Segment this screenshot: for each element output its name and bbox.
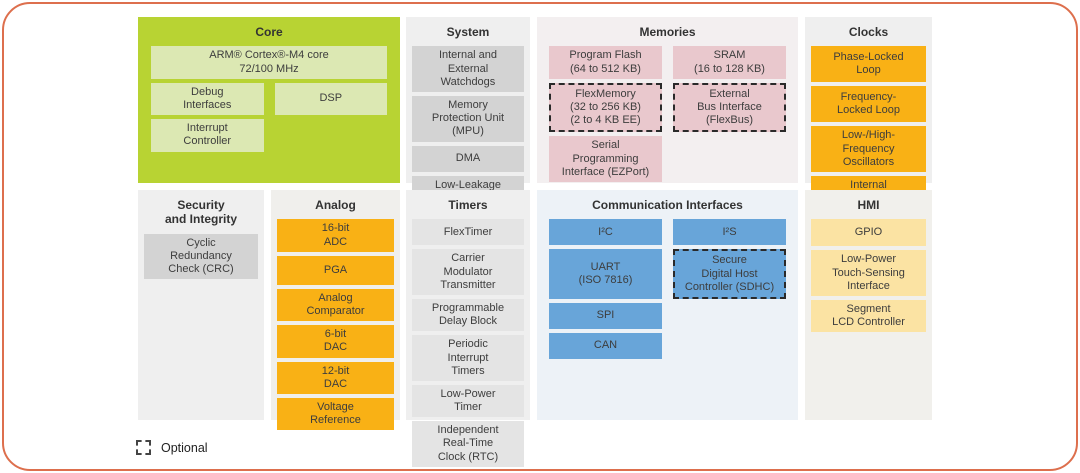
block-i2c: I²C — [549, 219, 662, 246]
block-analog-comparator: Analog Comparator — [277, 288, 394, 322]
optional-dashed-swatch-icon — [136, 440, 151, 455]
block-low-power-touch-sensing-interface: Low-Power Touch-Sensing Interface — [811, 250, 926, 296]
block-i2s: I²S — [673, 219, 786, 246]
section-title-memories: Memories — [639, 25, 696, 39]
section-security-and-integrity: Security and Integrity Cyclic Redundancy… — [138, 190, 264, 420]
block-programmable-delay-block: Programmable Delay Block — [412, 298, 524, 332]
block-independent-real-time-clock: Independent Real-Time Clock (RTC) — [412, 421, 524, 467]
optional-legend: Optional — [136, 440, 208, 455]
block-sram: SRAM (16 to 128 KB) — [673, 46, 786, 79]
block-dsp: DSP — [274, 82, 387, 116]
section-title-core: Core — [255, 25, 283, 39]
block-gpio: GPIO — [811, 219, 926, 247]
section-hmi: HMI GPIO Low-Power Touch-Sensing Interfac… — [805, 190, 932, 420]
block-internal-external-watchdogs: Internal and External Watchdogs — [412, 46, 524, 92]
section-memories: Memories Program Flash (64 to 512 KB) SRA… — [537, 17, 798, 183]
block-pga: PGA — [277, 255, 394, 285]
memories-blocks: Program Flash (64 to 512 KB) SRAM (16 to … — [549, 46, 786, 182]
block-frequency-locked-loop: Frequency- Locked Loop — [811, 86, 926, 123]
section-communication-interfaces: Communication Interfaces I²C I²S UART (ISO… — [537, 190, 798, 420]
block-voltage-reference: Voltage Reference — [277, 397, 394, 431]
block-spi: SPI — [549, 302, 662, 329]
block-sdhc: Secure Digital Host Controller (SDHC) — [673, 249, 786, 299]
block-interrupt-controller: Interrupt Controller — [151, 119, 264, 152]
block-serial-programming-interface: Serial Programming Interface (EZPort) — [549, 136, 662, 182]
block-phase-locked-loop: Phase-Locked Loop — [811, 46, 926, 83]
section-title-clocks: Clocks — [848, 25, 889, 39]
block-adc-16bit: 16-bit ADC — [277, 219, 394, 252]
section-title-security: Security and Integrity — [164, 198, 237, 227]
block-cyclic-redundancy-check: Cyclic Redundancy Check (CRC) — [144, 233, 258, 280]
section-title-communication-interfaces: Communication Interfaces — [592, 198, 743, 212]
block-segment-lcd-controller: Segment LCD Controller — [811, 299, 926, 333]
block-debug-interfaces: Debug Interfaces — [151, 82, 264, 116]
block-can: CAN — [549, 332, 662, 359]
block-memory-protection-unit: Memory Protection Unit (MPU) — [412, 95, 524, 142]
block-flexmemory: FlexMemory (32 to 256 KB) (2 to 4 KB EE) — [549, 82, 662, 133]
block-flextimer: FlexTimer — [412, 219, 524, 246]
security-blocks: Cyclic Redundancy Check (CRC) — [144, 233, 258, 280]
section-title-analog: Analog — [315, 198, 356, 212]
block-periodic-interrupt-timers: Periodic Interrupt Timers — [412, 335, 524, 381]
block-program-flash: Program Flash (64 to 512 KB) — [549, 46, 662, 79]
block-dac-6bit: 6-bit DAC — [277, 325, 394, 358]
optional-legend-label: Optional — [161, 440, 208, 455]
block-dma: DMA — [412, 145, 524, 172]
block-carrier-modulator-transmitter: Carrier Modulator Transmitter — [412, 249, 524, 295]
communication-blocks: I²C I²S UART (ISO 7816)Secure Digital Host… — [549, 219, 786, 359]
block-low-high-frequency-oscillators: Low-/High- Frequency Oscillators — [811, 126, 926, 172]
block-low-power-timer: Low-Power Timer — [412, 384, 524, 418]
block-dac-12bit: 12-bit DAC — [277, 361, 394, 394]
section-title-timers: Timers — [448, 198, 488, 212]
section-title-hmi: HMI — [857, 198, 880, 212]
block-arm-cortex-m4-core: ARM® Cortex®-M4 core 72/100 MHz — [151, 46, 387, 79]
block-uart: UART (ISO 7816) — [549, 249, 662, 299]
block-external-bus-interface: External Bus Interface (FlexBus) — [673, 82, 786, 133]
section-title-system: System — [446, 25, 490, 39]
